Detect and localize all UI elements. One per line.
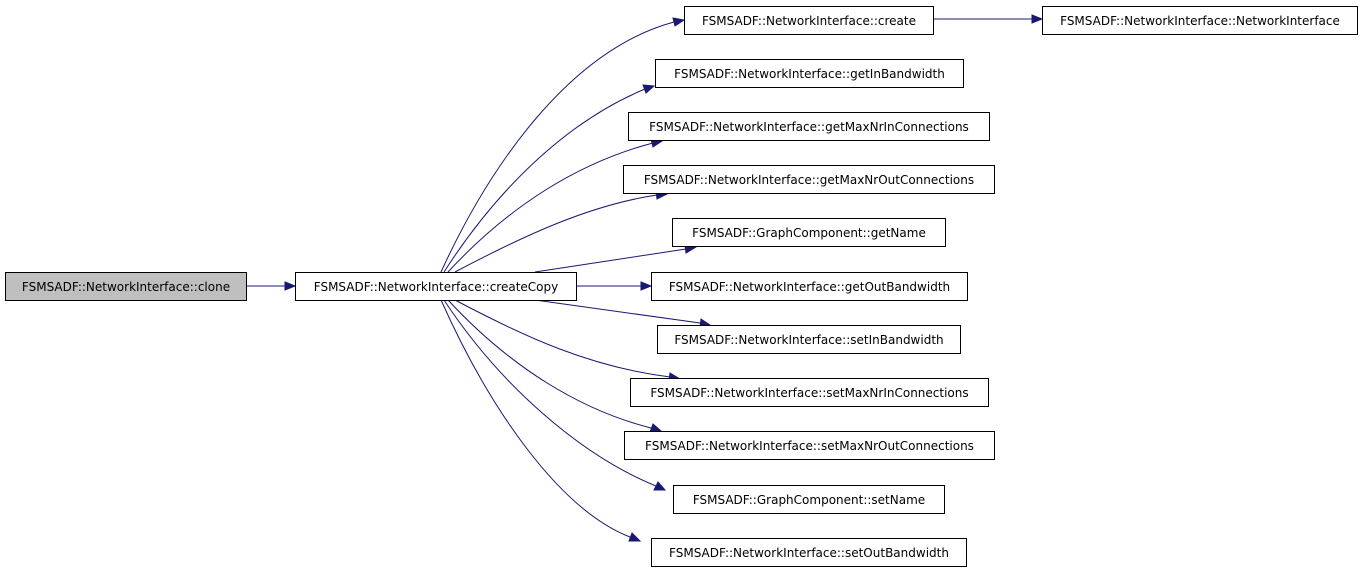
edge-createcopy-to-setmaxnroutconnections	[447, 299, 652, 429]
edge-createcopy-to-setoutbandwidth	[440, 299, 631, 538]
edge-createcopy-to-getname	[534, 248, 687, 273]
arrowhead	[628, 532, 642, 542]
node-getinbandwidth[interactable]: FSMSADF::NetworkInterface::getInBandwidt…	[655, 59, 964, 88]
node-setoutbandwidth[interactable]: FSMSADF::NetworkInterface::setOutBandwid…	[651, 538, 967, 567]
arrowhead	[640, 281, 653, 291]
edge-createcopy-to-getinbandwidth	[443, 88, 646, 273]
edge-createcopy-to-setname	[443, 299, 657, 487]
node-getmaxnrinconnections[interactable]: FSMSADF::NetworkInterface::getMaxNrInCon…	[628, 112, 990, 141]
node-getname[interactable]: FSMSADF::GraphComponent::getName	[672, 218, 946, 247]
arrowhead	[672, 17, 686, 27]
arrowhead	[642, 84, 656, 94]
arrowhead	[1031, 14, 1044, 24]
edge-createcopy-to-setmaxnrinconnections	[454, 299, 671, 378]
node-setname[interactable]: FSMSADF::GraphComponent::setName	[673, 485, 945, 514]
node-getmaxnroutconnections[interactable]: FSMSADF::NetworkInterface::getMaxNrOutCo…	[623, 165, 995, 194]
edge-createcopy-to-getmaxnroutconnections	[454, 194, 658, 273]
node-setmaxnrinconnections[interactable]: FSMSADF::NetworkInterface::setMaxNrInCon…	[630, 378, 989, 407]
arrowhead	[653, 481, 667, 491]
node-setinbandwidth[interactable]: FSMSADF::NetworkInterface::setInBandwidt…	[657, 325, 961, 354]
edge-createcopy-to-getmaxnrinconnections	[447, 142, 654, 273]
edge-createcopy-to-setinbandwidth	[534, 299, 701, 324]
node-clone: FSMSADF::NetworkInterface::clone	[5, 272, 247, 301]
arrowhead	[284, 281, 297, 291]
edge-createcopy-to-create	[440, 21, 675, 273]
node-networkinterface-constructor[interactable]: FSMSADF::NetworkInterface::NetworkInterf…	[1042, 6, 1358, 35]
node-setmaxnroutconnections[interactable]: FSMSADF::NetworkInterface::setMaxNrOutCo…	[624, 431, 995, 460]
node-createcopy[interactable]: FSMSADF::NetworkInterface::createCopy	[295, 272, 577, 301]
node-getoutbandwidth[interactable]: FSMSADF::NetworkInterface::getOutBandwid…	[651, 272, 968, 301]
node-create[interactable]: FSMSADF::NetworkInterface::create	[684, 6, 934, 35]
